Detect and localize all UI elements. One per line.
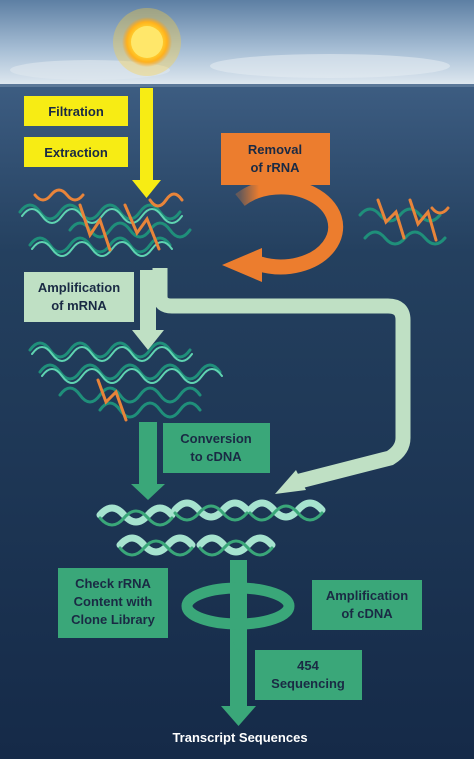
extraction-label: Extraction xyxy=(44,145,108,160)
rna-strands-mixed xyxy=(18,188,192,257)
removal-label-line2: of rRNA xyxy=(250,160,300,175)
rrna-strands-removed xyxy=(358,198,450,246)
removal-label-line1: Removal xyxy=(248,142,302,157)
conversion-label-line2: to cDNA xyxy=(190,449,242,464)
rrna-removal-cycle-arrow xyxy=(222,179,344,282)
amplification-mrna-box: Amplification of mRNA xyxy=(24,272,134,322)
sequencing-flow-arrow xyxy=(181,560,295,726)
removal-rrna-box: Removal of rRNA xyxy=(221,133,330,185)
amp-cdna-label-line2: of cDNA xyxy=(341,606,393,621)
extraction-box: Extraction xyxy=(24,137,128,167)
filtration-box: Filtration xyxy=(24,96,128,126)
seq-label-line2: Sequencing xyxy=(271,676,345,691)
cdna-conversion-arrow xyxy=(131,422,165,500)
transcript-sequences-label: Transcript Sequences xyxy=(172,730,307,745)
amp-cdna-label-line1: Amplification xyxy=(326,588,408,603)
yellow-flow-arrow xyxy=(132,88,161,198)
check-rrna-box: Check rRNA Content with Clone Library xyxy=(58,568,168,638)
mrna-strands-amplified xyxy=(28,341,223,422)
conversion-cdna-box: Conversion to cDNA xyxy=(163,423,270,473)
amplification-cdna-box: Amplification of cDNA xyxy=(312,580,422,630)
filtration-label: Filtration xyxy=(48,104,104,119)
amp-mrna-label-line1: Amplification xyxy=(38,280,120,295)
sun-icon xyxy=(113,8,181,76)
conversion-label-line1: Conversion xyxy=(180,431,252,446)
bypass-arrow xyxy=(152,268,411,490)
check-label-line3: Clone Library xyxy=(71,612,156,627)
seq-label-line1: 454 xyxy=(297,658,319,673)
amp-mrna-label-line2: of mRNA xyxy=(51,298,107,313)
check-label-line1: Check rRNA xyxy=(75,576,151,591)
mrna-amplification-arrow xyxy=(132,270,164,350)
check-label-line2: Content with xyxy=(74,594,153,609)
cdna-helices xyxy=(96,499,326,557)
sequencing-454-box: 454 Sequencing xyxy=(255,650,362,700)
